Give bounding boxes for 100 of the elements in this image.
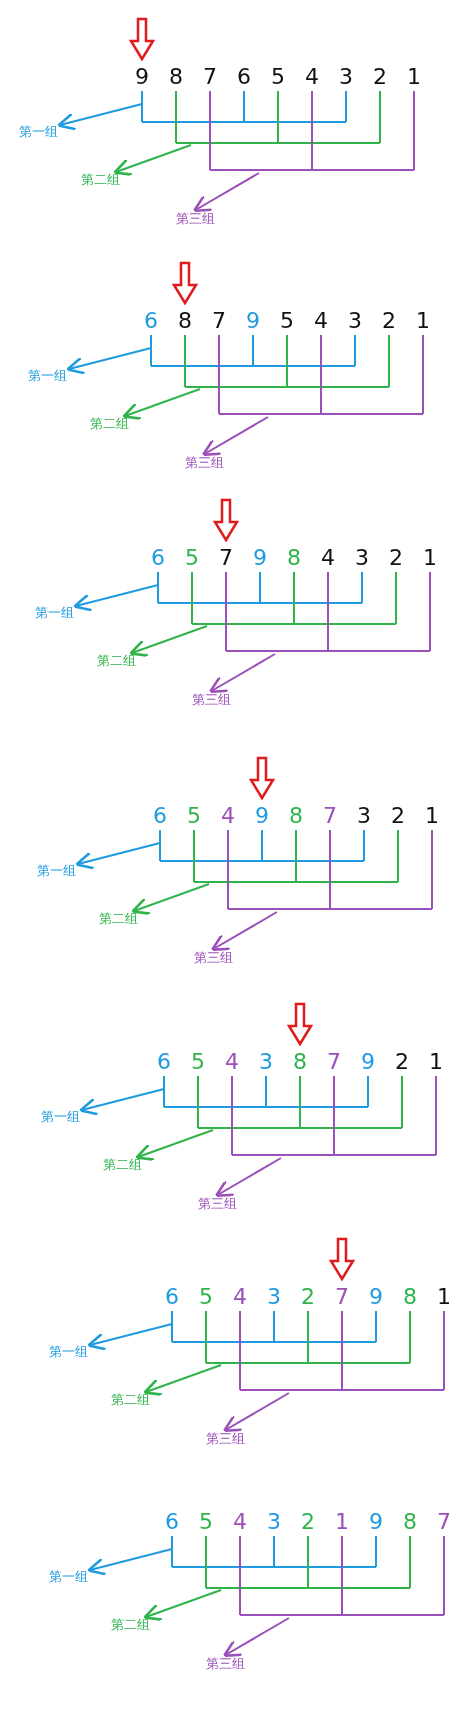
- number: 2: [394, 1049, 410, 1075]
- arrow: [222, 1617, 290, 1658]
- arrow: [129, 625, 208, 657]
- number: 9: [360, 1049, 376, 1075]
- number: 3: [356, 803, 372, 829]
- number: 4: [320, 545, 336, 571]
- number: 1: [415, 308, 431, 334]
- group-label: 第二组: [111, 1617, 150, 1633]
- number: 2: [390, 803, 406, 829]
- arrow: [57, 103, 143, 131]
- number: 3: [347, 308, 363, 334]
- arrow: [87, 1548, 173, 1576]
- number: 5: [279, 308, 295, 334]
- number: 7: [326, 1049, 342, 1075]
- number: 9: [252, 545, 268, 571]
- number: 1: [424, 803, 440, 829]
- arrow: [143, 1364, 222, 1396]
- number: 4: [220, 803, 236, 829]
- number: 9: [254, 803, 270, 829]
- number: 9: [245, 308, 261, 334]
- number: 5: [270, 64, 286, 90]
- group-label: 第二组: [90, 416, 129, 432]
- group-label: 第二组: [97, 653, 136, 669]
- arrow: [143, 1589, 222, 1621]
- number: 8: [286, 545, 302, 571]
- arrow: [201, 416, 269, 457]
- group-label: 第二组: [99, 911, 138, 927]
- number: 4: [224, 1049, 240, 1075]
- group-label: 第三组: [176, 211, 215, 227]
- group-label: 第三组: [206, 1431, 245, 1447]
- number: 3: [258, 1049, 274, 1075]
- group-label: 第二组: [81, 172, 120, 188]
- number: 2: [300, 1284, 316, 1310]
- number: 8: [168, 64, 184, 90]
- number: 7: [202, 64, 218, 90]
- number: 7: [436, 1509, 452, 1535]
- number: 6: [164, 1284, 180, 1310]
- number: 9: [368, 1509, 384, 1535]
- group-label: 第二组: [103, 1157, 142, 1173]
- group-label: 第一组: [49, 1569, 88, 1585]
- group-label: 第一组: [19, 124, 58, 140]
- arrow: [208, 653, 276, 694]
- arrow: [75, 842, 161, 870]
- group-label: 第三组: [192, 692, 231, 708]
- number: 6: [152, 803, 168, 829]
- number: 1: [406, 64, 422, 90]
- number: 2: [381, 308, 397, 334]
- number: 6: [156, 1049, 172, 1075]
- arrow: [73, 584, 159, 612]
- number: 6: [143, 308, 159, 334]
- number: 5: [198, 1284, 214, 1310]
- number: 3: [354, 545, 370, 571]
- number: 6: [164, 1509, 180, 1535]
- number: 8: [292, 1049, 308, 1075]
- number: 8: [402, 1509, 418, 1535]
- group-label: 第一组: [28, 368, 67, 384]
- number: 3: [266, 1284, 282, 1310]
- group-label: 第一组: [37, 863, 76, 879]
- number: 7: [218, 545, 234, 571]
- number: 2: [300, 1509, 316, 1535]
- number: 1: [436, 1284, 452, 1310]
- group-label: 第三组: [194, 950, 233, 966]
- arrow: [122, 388, 201, 420]
- group-label: 第三组: [185, 455, 224, 471]
- group-label: 第二组: [111, 1392, 150, 1408]
- number: 5: [198, 1509, 214, 1535]
- number: 8: [402, 1284, 418, 1310]
- number: 1: [428, 1049, 444, 1075]
- number: 7: [334, 1284, 350, 1310]
- arrow: [87, 1323, 173, 1351]
- number: 7: [322, 803, 338, 829]
- arrow: [214, 1157, 282, 1198]
- number: 3: [338, 64, 354, 90]
- number: 4: [313, 308, 329, 334]
- group-label: 第一组: [35, 605, 74, 621]
- arrow: [192, 172, 260, 213]
- number: 1: [334, 1509, 350, 1535]
- number: 2: [388, 545, 404, 571]
- number: 4: [304, 64, 320, 90]
- number: 5: [184, 545, 200, 571]
- number: 9: [134, 64, 150, 90]
- number: 7: [211, 308, 227, 334]
- group-label: 第一组: [49, 1344, 88, 1360]
- group-label: 第三组: [206, 1656, 245, 1672]
- number: 4: [232, 1284, 248, 1310]
- group-label: 第一组: [41, 1109, 80, 1125]
- arrow: [79, 1088, 165, 1116]
- number: 3: [266, 1509, 282, 1535]
- number: 6: [150, 545, 166, 571]
- number: 9: [368, 1284, 384, 1310]
- arrow: [210, 911, 278, 952]
- group-label: 第三组: [198, 1196, 237, 1212]
- number: 5: [186, 803, 202, 829]
- arrow: [113, 144, 192, 176]
- number: 4: [232, 1509, 248, 1535]
- arrow: [131, 883, 210, 915]
- arrow: [135, 1129, 214, 1161]
- number: 5: [190, 1049, 206, 1075]
- arrow: [222, 1392, 290, 1433]
- number: 6: [236, 64, 252, 90]
